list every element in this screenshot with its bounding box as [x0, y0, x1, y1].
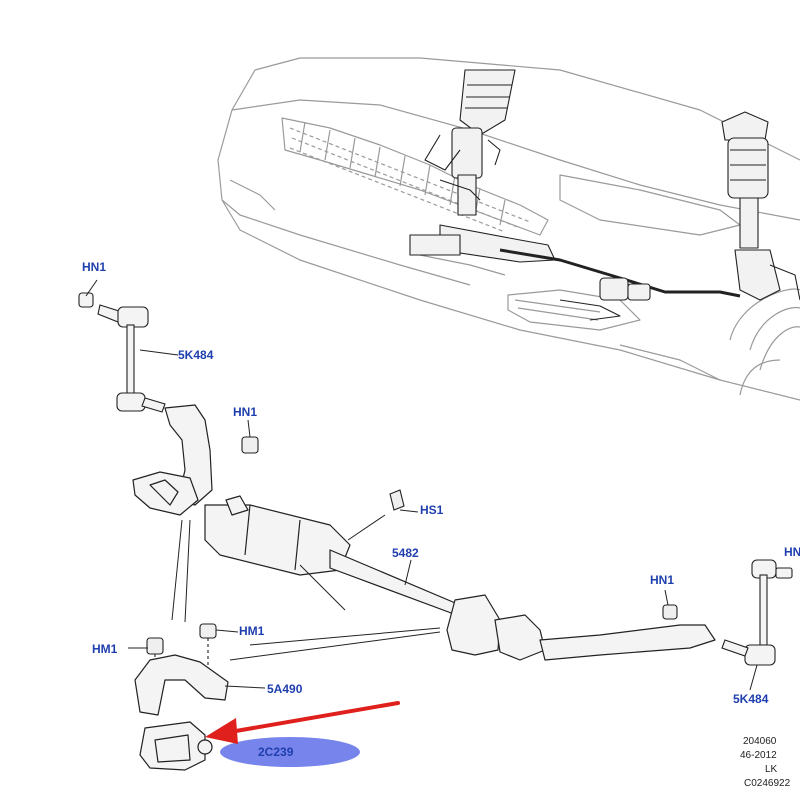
- reference-line-2: 46-2012: [740, 750, 777, 761]
- callout-5a490: 5A490: [267, 682, 303, 696]
- callout-5k484-right: 5K484: [733, 692, 769, 706]
- callout-2c239: 2C239: [258, 745, 294, 759]
- callout-5k484-left: 5K484: [178, 348, 214, 362]
- callout-hn1-right: HN1: [650, 573, 675, 587]
- ellipse-marker-icon: [220, 737, 360, 767]
- callout-hm1-right: HM1: [239, 624, 265, 638]
- callout-hn-right-edge: HN: [784, 545, 800, 559]
- callout-hs1: HS1: [420, 503, 444, 517]
- nut-hn1-right: [662, 604, 678, 620]
- callout-hn1-top: HN1: [82, 260, 107, 274]
- nut-hm1-left: [146, 637, 164, 655]
- callout-hm1-left: HM1: [92, 642, 118, 656]
- vehicle-front-outline: [217, 57, 800, 401]
- reference-line-4: C0246922: [744, 778, 791, 789]
- nut-hn1-mid: [241, 436, 259, 454]
- leader-lines: [85, 279, 758, 691]
- fasteners: [146, 436, 678, 690]
- reference-line-1: 204060: [743, 736, 777, 747]
- stabilizer-bar: [132, 404, 716, 661]
- callout-5482: 5482: [392, 546, 419, 560]
- callout-hn1-mid: HN1: [233, 405, 258, 419]
- reference-line-3: LK: [765, 764, 778, 775]
- drop-links: [78, 292, 793, 666]
- red-arrow-icon: [205, 701, 400, 744]
- bracket-and-bush: [134, 654, 229, 771]
- air-spring-struts: [409, 69, 800, 321]
- bolt-hs1: [389, 489, 405, 511]
- nut-hm1-right: [199, 623, 217, 639]
